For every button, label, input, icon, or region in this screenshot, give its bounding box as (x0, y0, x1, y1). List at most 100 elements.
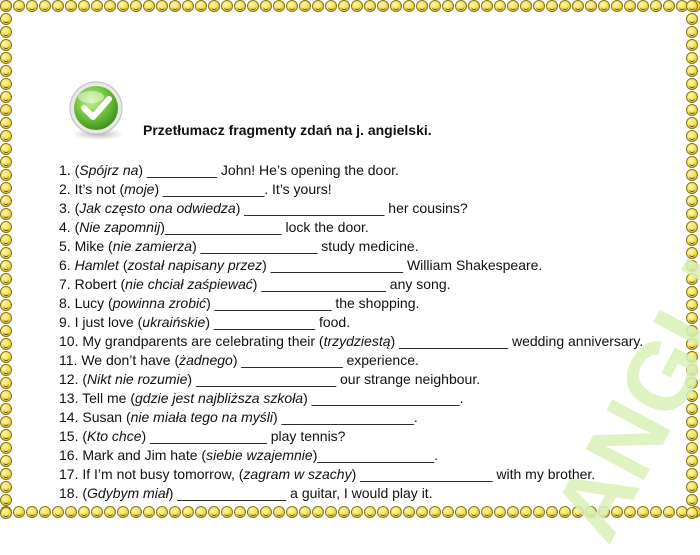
polish-phrase: został napisany przez (127, 257, 263, 273)
polish-phrase: nie zamierza (112, 238, 193, 254)
smiley-face-icon (312, 0, 324, 12)
border-right (686, 0, 700, 520)
smiley-face-icon (0, 377, 12, 389)
smiley-face-icon (507, 506, 519, 518)
smiley-face-icon (221, 506, 233, 518)
smiley-face-icon (637, 506, 649, 518)
smiley-face-icon (0, 130, 12, 142)
smiley-face-icon (686, 338, 698, 350)
border-left (0, 0, 14, 520)
smiley-face-icon (91, 0, 103, 12)
polish-phrase: Jak często ona odwiedza (79, 200, 236, 216)
smiley-face-icon (455, 506, 467, 518)
smiley-face-icon (520, 506, 532, 518)
smiley-face-icon (686, 117, 698, 129)
smiley-face-icon (650, 506, 662, 518)
smiley-face-icon (533, 0, 545, 12)
item-number: 8. (59, 295, 75, 311)
item-number: 9. (59, 314, 75, 330)
smiley-face-icon (0, 507, 12, 519)
item-number: 10. (59, 333, 83, 349)
smiley-face-icon (686, 390, 698, 402)
smiley-face-icon (182, 0, 194, 12)
smiley-face-icon (52, 0, 64, 12)
sentence-text: ) ___________________. (303, 390, 464, 406)
page-title: Przetłumacz fragmenty zdań na j. angiels… (143, 122, 432, 138)
smiley-face-icon (686, 299, 698, 311)
smiley-face-icon (26, 506, 38, 518)
sentence-text: ) _________________. (273, 409, 418, 425)
smiley-face-icon (0, 78, 12, 90)
polish-phrase: zagram w szachy (243, 466, 352, 482)
polish-phrase: ukraińskie (142, 314, 206, 330)
smiley-face-icon (195, 506, 207, 518)
smiley-face-icon (299, 0, 311, 12)
smiley-face-icon (91, 506, 103, 518)
sentence-text: ) ________________ any song. (252, 276, 451, 292)
smiley-face-icon (0, 182, 12, 194)
smiley-face-icon (0, 156, 12, 168)
smiley-face-icon (416, 0, 428, 12)
smiley-face-icon (390, 0, 402, 12)
exercise-item: 13. Tell me (gdzie jest najbliższa szkoł… (59, 389, 659, 408)
smiley-face-icon (78, 506, 90, 518)
sentence-text: ) __________________ her cousins? (235, 200, 468, 216)
sentence-text: Lucy ( (74, 295, 113, 311)
smiley-face-icon (686, 468, 698, 480)
smiley-face-icon (65, 0, 77, 12)
smiley-face-icon (377, 506, 389, 518)
smiley-face-icon (686, 143, 698, 155)
smiley-face-icon (546, 0, 558, 12)
smiley-face-icon (0, 390, 12, 402)
smiley-face-icon (104, 0, 116, 12)
smiley-face-icon (686, 39, 698, 51)
item-number: 13. (59, 390, 83, 406)
smiley-face-icon (686, 26, 698, 38)
smiley-face-icon (572, 506, 584, 518)
smiley-face-icon (686, 0, 698, 12)
smiley-face-icon (260, 506, 272, 518)
exercise-item: 17. If I’m not busy tomorrow, (zagram w … (59, 465, 659, 484)
item-number: 3. (59, 200, 75, 216)
smiley-face-icon (429, 506, 441, 518)
smiley-face-icon (686, 442, 698, 454)
smiley-face-icon (686, 130, 698, 142)
smiley-face-icon (39, 0, 51, 12)
smiley-face-icon (686, 260, 698, 272)
smiley-face-icon (377, 0, 389, 12)
smiley-face-icon (585, 506, 597, 518)
polish-phrase: Hamlet (74, 257, 119, 273)
item-number: 2. (59, 181, 75, 197)
smiley-face-icon (0, 39, 12, 51)
smiley-face-icon (686, 403, 698, 415)
smiley-face-icon (686, 65, 698, 77)
smiley-face-icon (403, 506, 415, 518)
item-number: 15. (59, 428, 83, 444)
smiley-face-icon (0, 91, 12, 103)
smiley-face-icon (686, 195, 698, 207)
smiley-face-icon (559, 0, 571, 12)
sentence-text: It’s not ( (74, 181, 125, 197)
smiley-face-icon (273, 0, 285, 12)
smiley-face-icon (0, 455, 12, 467)
smiley-face-icon (0, 208, 12, 220)
smiley-face-icon (325, 506, 337, 518)
exercise-item: 5. Mike (nie zamierza) _______________ s… (59, 237, 659, 256)
sentence-text: )_______________. (312, 447, 439, 463)
smiley-face-icon (686, 247, 698, 259)
item-number: 6. (59, 257, 75, 273)
smiley-face-icon (299, 506, 311, 518)
smiley-face-icon (0, 234, 12, 246)
check-icon (64, 78, 128, 142)
sentence-text: ( (74, 219, 80, 235)
smiley-face-icon (507, 0, 519, 12)
exercise-item: 7. Robert (nie chciał zaśpiewać) _______… (59, 275, 659, 294)
smiley-face-icon (0, 26, 12, 38)
smiley-face-icon (364, 506, 376, 518)
sentence-text: ) _____________ food. (205, 314, 351, 330)
smiley-face-icon (686, 104, 698, 116)
polish-phrase: Gdybym miał (87, 485, 169, 501)
smiley-face-icon (221, 0, 233, 12)
exercise-item: 16. Mark and Jim hate (siebie wzajemnie)… (59, 446, 659, 465)
smiley-face-icon (0, 117, 12, 129)
